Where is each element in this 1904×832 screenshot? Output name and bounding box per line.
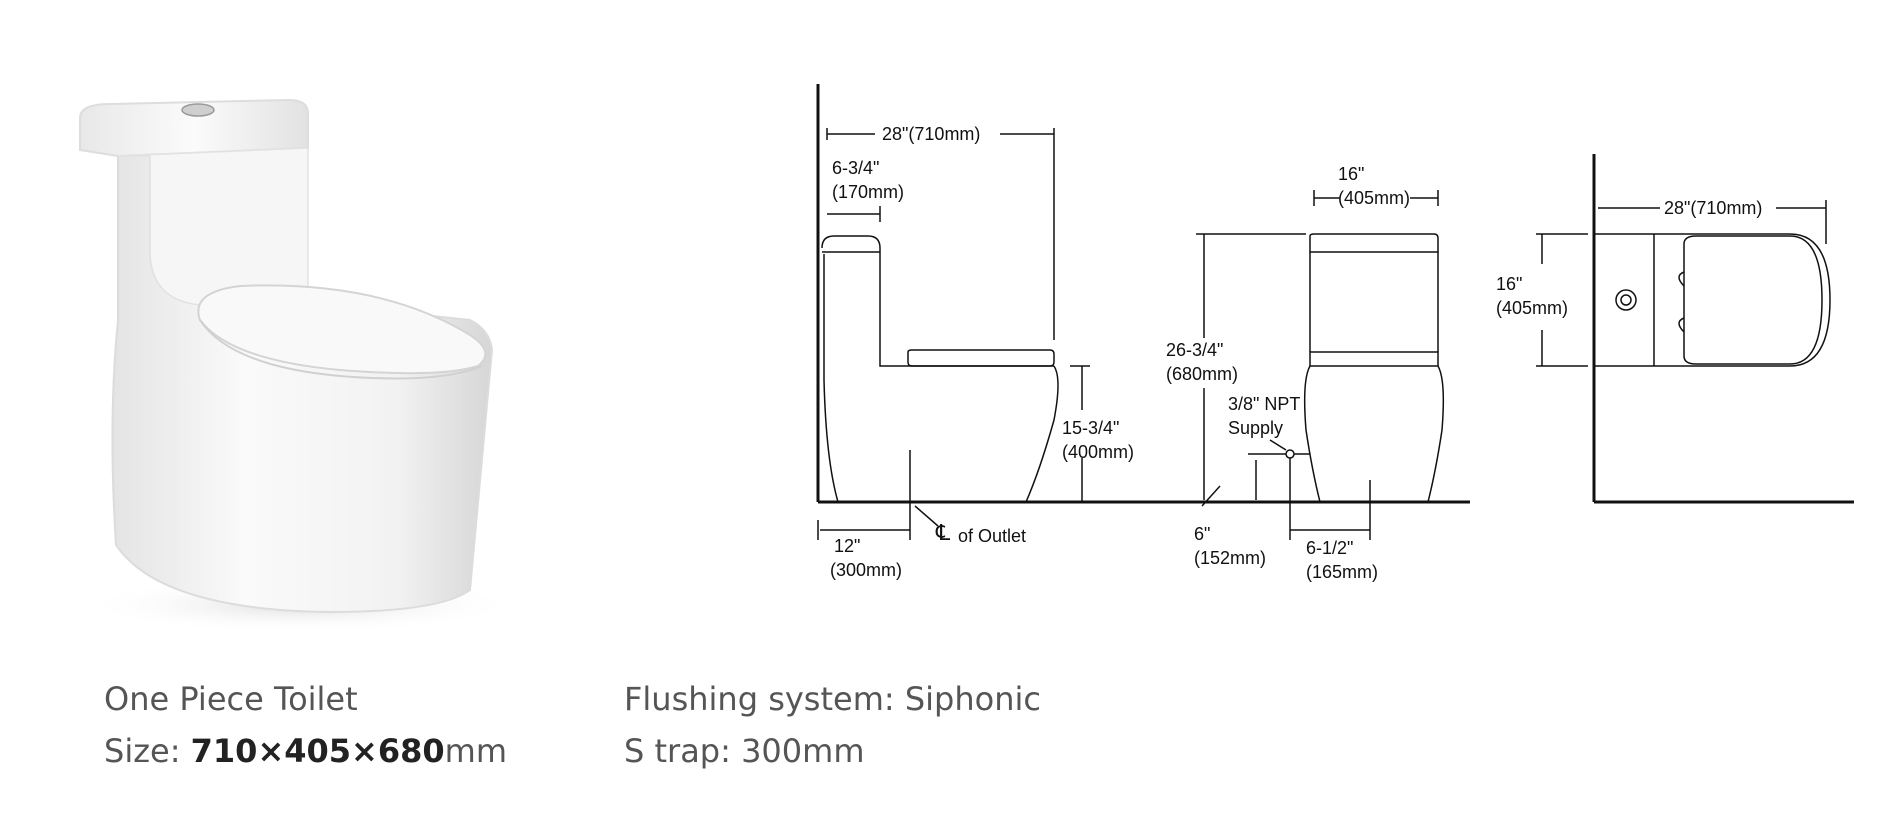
supply-valve-icon [1285, 449, 1295, 459]
label-top-width-mm: (405mm) [1496, 298, 1568, 318]
front-body-right [1427, 365, 1445, 503]
label-rough-in-in: 12" [834, 536, 860, 556]
flush-button-icon [181, 103, 215, 117]
label-top-width-in: 16" [1496, 274, 1522, 294]
toilet-photo [79, 98, 520, 633]
toilet-tank [79, 98, 309, 158]
side-seat [907, 349, 1055, 367]
label-supply-line2: Supply [1228, 418, 1283, 438]
top-flush-button-icon [1615, 289, 1637, 311]
front-body-left [1303, 365, 1321, 503]
label-outlet: of Outlet [958, 526, 1026, 546]
label-total-height-in: 26-3/4" [1166, 340, 1223, 360]
label-total-height-mm: (680mm) [1166, 364, 1238, 384]
side-tank-outline [821, 235, 1054, 367]
label-front-width-mm: (405mm) [1338, 188, 1410, 208]
front-seat [1309, 351, 1439, 367]
label-supply-height-in: 6" [1194, 524, 1210, 544]
trap-size: S trap: 300mm [624, 732, 865, 770]
top-seat [1683, 235, 1823, 365]
seat-lid [197, 284, 487, 375]
label-front-width-in: 16" [1338, 164, 1364, 184]
label-top-length: 28"(710mm) [1664, 198, 1762, 218]
label-tank-depth-in: 6-3/4" [832, 158, 879, 178]
label-supply-line1: 3/8" NPT [1228, 394, 1300, 414]
size-unit: mm [444, 732, 507, 770]
size-label: Size: [104, 732, 191, 770]
outlet-centerline-icon: ℄ [935, 520, 951, 545]
size-value: 710×405×680 [190, 732, 445, 770]
product-name: One Piece Toilet [104, 680, 358, 718]
label-rough-in-mm: (300mm) [830, 560, 902, 580]
label-supply-offset-mm: (165mm) [1306, 562, 1378, 582]
side-body-outline [823, 254, 839, 503]
flushing-system: Flushing system: Siphonic [624, 680, 1041, 718]
seat-rim [199, 319, 483, 380]
product-size: Size: 710×405×680mm [104, 732, 507, 770]
side-front-bowl [1025, 365, 1059, 503]
front-tank-outline [1309, 233, 1439, 253]
label-tank-depth-mm: (170mm) [832, 182, 904, 202]
label-seat-height-mm: (400mm) [1062, 442, 1134, 462]
top-outline [1594, 233, 1831, 367]
label-supply-height-mm: (152mm) [1194, 548, 1266, 568]
label-seat-height-in: 15-3/4" [1062, 418, 1119, 438]
label-supply-offset-in: 6-1/2" [1306, 538, 1353, 558]
label-side-length: 28"(710mm) [882, 124, 980, 144]
